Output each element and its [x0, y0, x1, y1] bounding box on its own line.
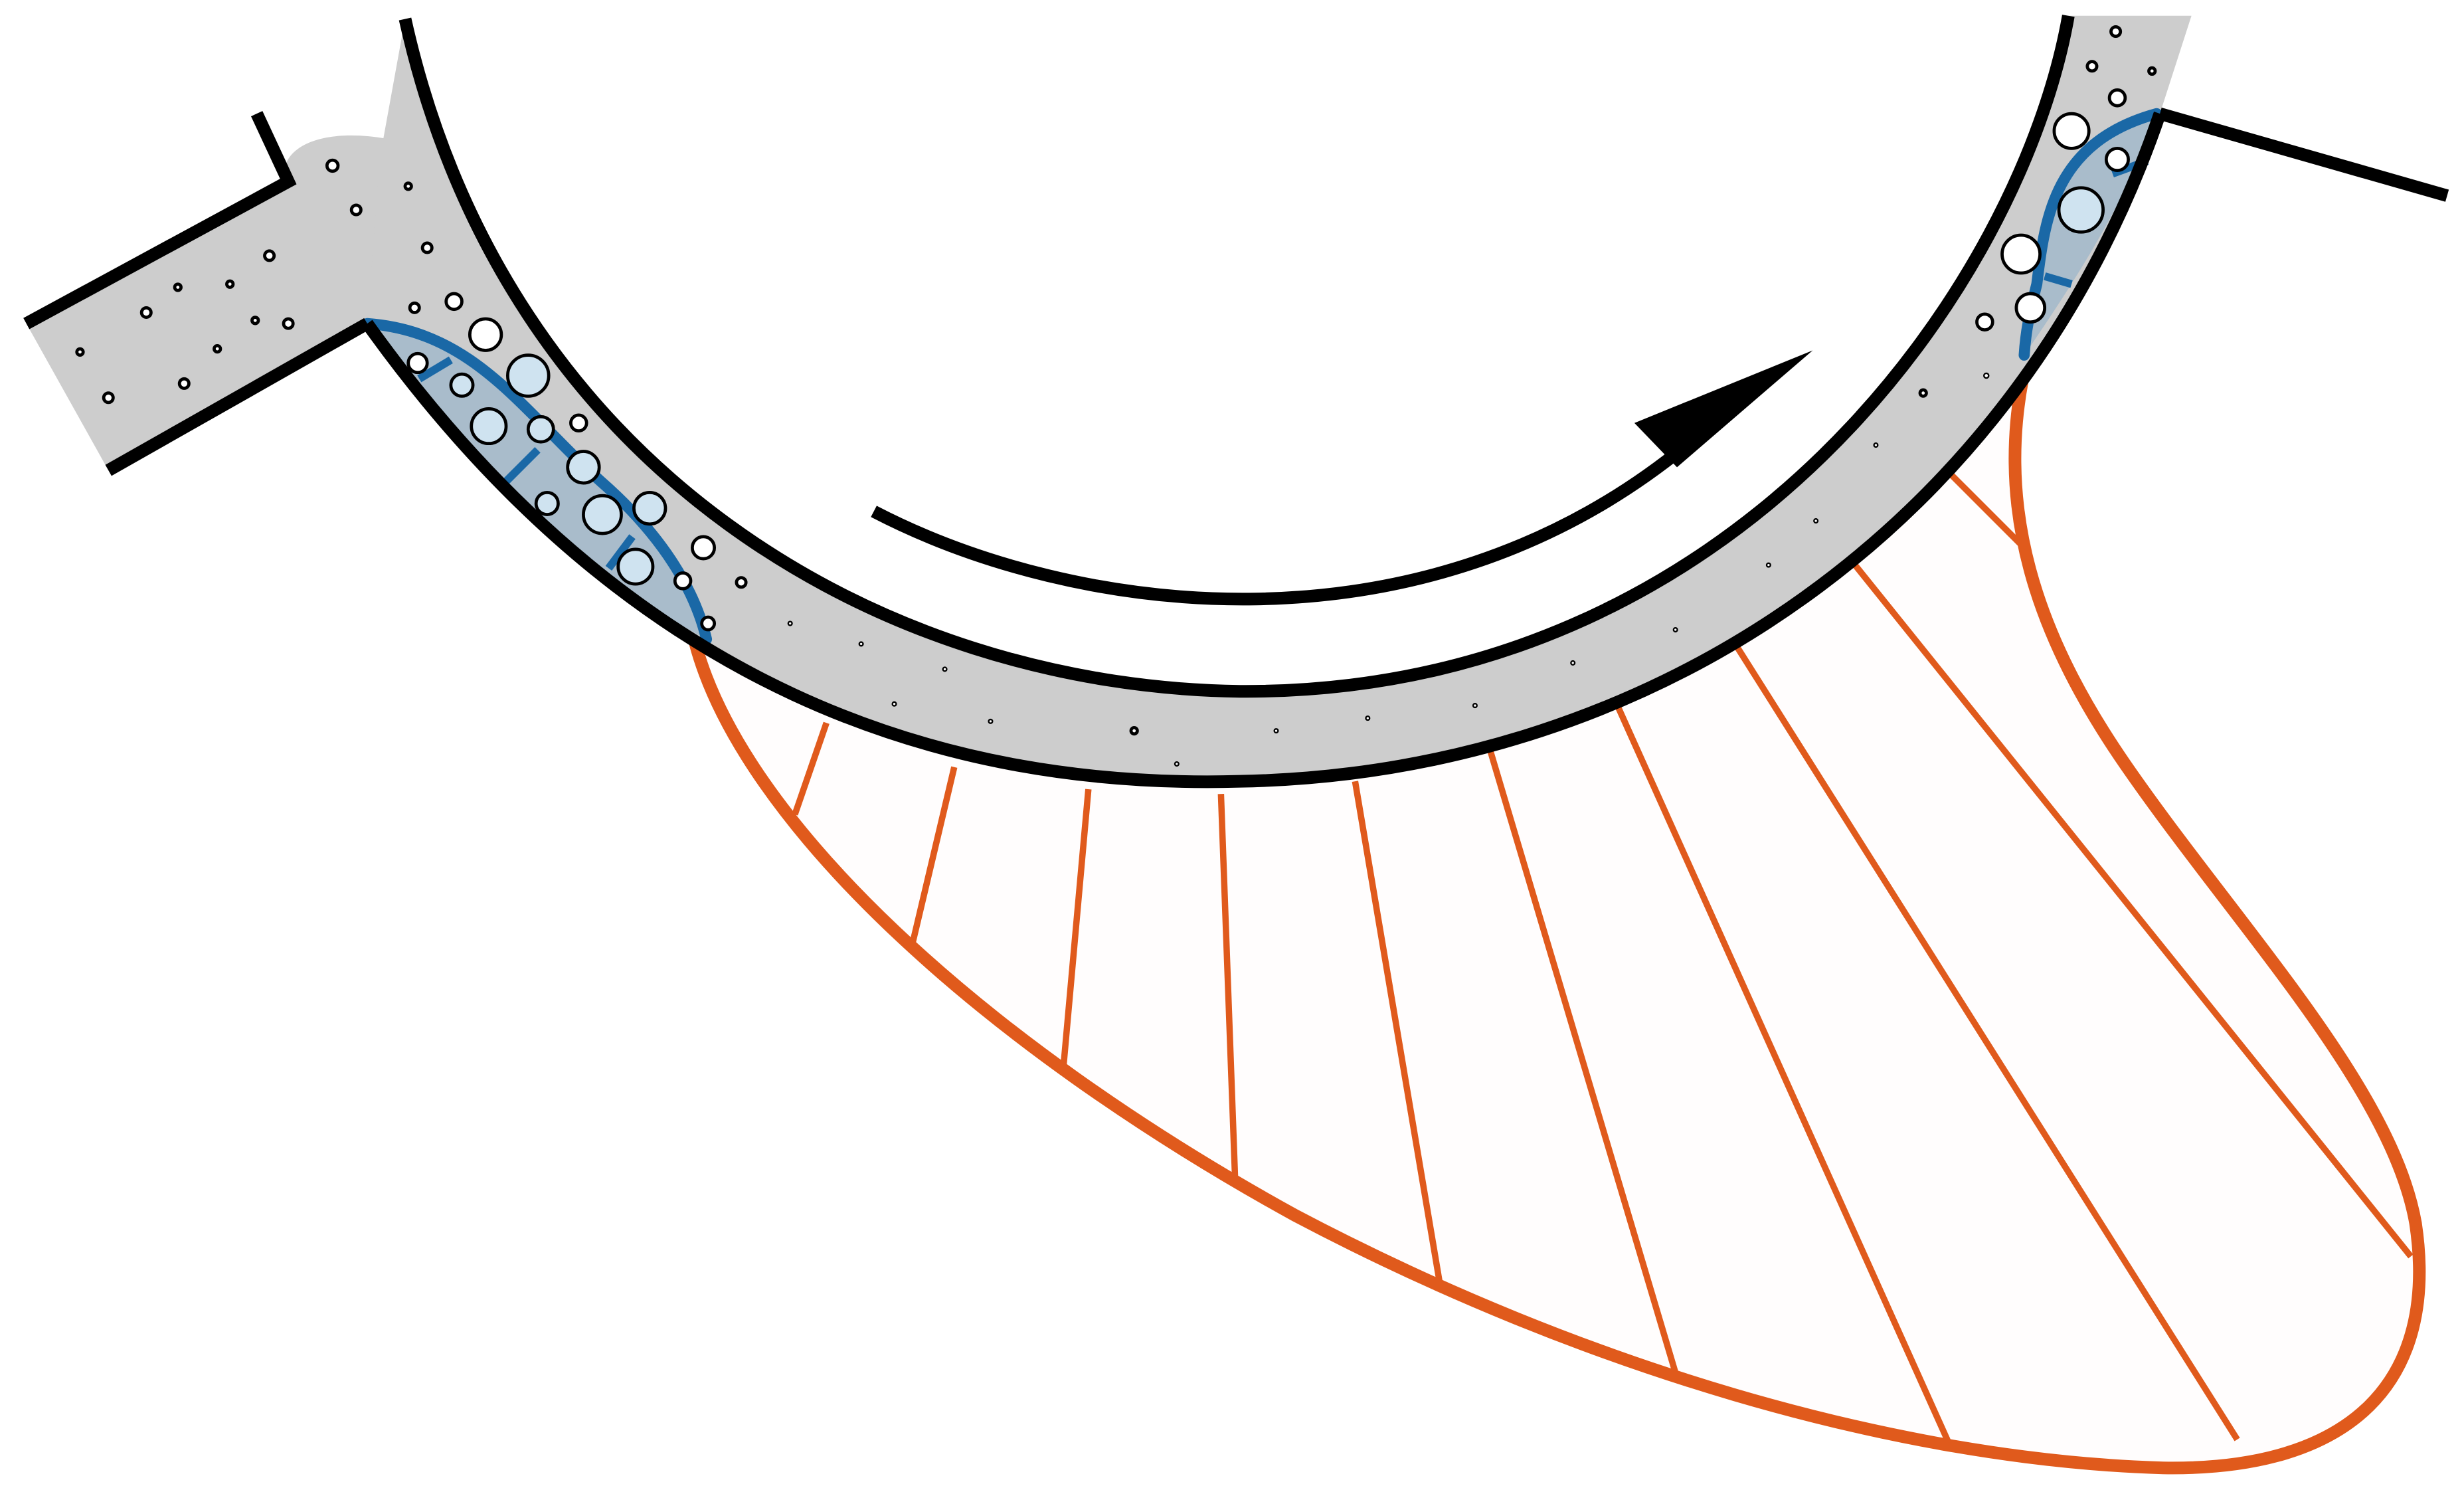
- gas-bubble: [403, 181, 413, 191]
- gas-bubble: [673, 571, 693, 591]
- pressure-hatch-line: [1484, 741, 1680, 1379]
- gas-bubble: [213, 343, 222, 354]
- gas-bubble: [1570, 660, 1576, 666]
- gas-bubble: [2052, 112, 2091, 150]
- gas-bubble: [250, 316, 260, 326]
- gas-bubble: [449, 372, 475, 398]
- cavitation-region-right: [2018, 108, 2162, 361]
- gas-bubble: [1472, 703, 1478, 709]
- gas-bubble: [444, 292, 464, 312]
- gas-bubble: [582, 494, 623, 535]
- gas-bubble: [1918, 388, 1928, 398]
- gas-bubble: [139, 306, 153, 319]
- gas-bubble: [2109, 25, 2123, 39]
- gas-bubble: [891, 701, 897, 707]
- gas-bubble: [858, 641, 864, 647]
- gas-bubbles: [75, 25, 2157, 767]
- gas-bubble: [470, 407, 508, 446]
- gas-bubble: [691, 535, 717, 561]
- gas-bubble: [2104, 146, 2130, 172]
- gas-bubble: [420, 241, 434, 254]
- cavitation-boundary-right: [2018, 108, 2162, 361]
- pressure-hatch-lines: [792, 463, 2414, 1447]
- gas-bubble: [102, 391, 115, 405]
- gas-bubble: [1273, 728, 1279, 734]
- gas-bubble: [566, 450, 601, 485]
- pressure-hatch-line: [1352, 781, 1444, 1287]
- gas-bubble: [408, 301, 421, 314]
- gas-bubble: [177, 377, 191, 390]
- gas-bubble: [349, 203, 363, 217]
- gas-bubble: [2147, 66, 2157, 76]
- cavitation-streaks-left: [417, 356, 636, 571]
- bearing-housing: [23, 107, 2449, 789]
- gas-bubble: [1365, 715, 1371, 721]
- gas-bubble: [1873, 442, 1879, 448]
- pressure-hatch-line: [1939, 463, 2028, 552]
- gas-bubble: [325, 158, 340, 173]
- gas-bubble: [1765, 562, 1771, 568]
- gas-bubble: [75, 347, 85, 357]
- gas-bubble: [2085, 60, 2099, 73]
- gas-bubble: [1983, 372, 1990, 379]
- gas-bubble: [534, 490, 560, 516]
- pressure-profile: [689, 343, 2426, 1475]
- rotation-arrow-shaft: [871, 440, 1691, 606]
- gas-bubble: [225, 279, 235, 289]
- gas-bubble: [1129, 725, 1139, 736]
- gas-bubble: [2107, 88, 2127, 108]
- pressure-profile-curve: [689, 343, 2426, 1475]
- gas-bubble: [506, 353, 551, 398]
- journal-shaft-outline: [398, 15, 2075, 698]
- gas-bubble: [988, 718, 994, 724]
- gas-bubble: [282, 317, 295, 330]
- gas-bubble: [735, 576, 748, 589]
- pressure-hatch-line: [1217, 793, 1239, 1181]
- gas-bubble: [700, 615, 717, 632]
- gas-bubble: [2000, 233, 2042, 275]
- outlet-wall: [2158, 107, 2449, 202]
- gas-bubble: [173, 282, 183, 292]
- gas-bubble: [2057, 186, 2105, 234]
- gas-bubble: [406, 351, 429, 375]
- gas-bubble: [1813, 518, 1819, 524]
- gas-bubble: [2014, 292, 2047, 324]
- cavitation-zone-right: [2024, 114, 2157, 355]
- pressure-profile-area: [695, 350, 2420, 1468]
- gas-bubble: [787, 620, 793, 626]
- gas-bubble: [569, 413, 588, 433]
- gas-bubble: [1174, 761, 1180, 767]
- pressure-hatch-line: [1611, 696, 1953, 1447]
- gas-bubble: [942, 666, 948, 672]
- rotation-arrow-head-icon: [1634, 350, 1813, 468]
- gas-bubble: [263, 249, 276, 262]
- rotation-arrow: [871, 350, 1813, 606]
- pressure-hatch-line: [1844, 553, 2414, 1259]
- gas-bubble: [1975, 312, 1994, 331]
- pressure-hatch-line: [909, 766, 958, 948]
- oil-inlet-film: [26, 135, 451, 471]
- pressure-hatch-line: [1729, 637, 2240, 1442]
- gas-bubble: [468, 317, 503, 352]
- pressure-hatch-line: [1060, 789, 1092, 1071]
- gas-bubble: [1672, 627, 1678, 633]
- bearing-bore-outline: [362, 112, 2166, 789]
- gas-bubble: [632, 490, 667, 526]
- gas-bubble: [616, 547, 655, 586]
- inlet-lower-wall: [105, 318, 371, 476]
- gas-bubble: [526, 415, 555, 444]
- pressure-hatch-line: [792, 721, 830, 816]
- inlet-upper-wall: [23, 111, 297, 329]
